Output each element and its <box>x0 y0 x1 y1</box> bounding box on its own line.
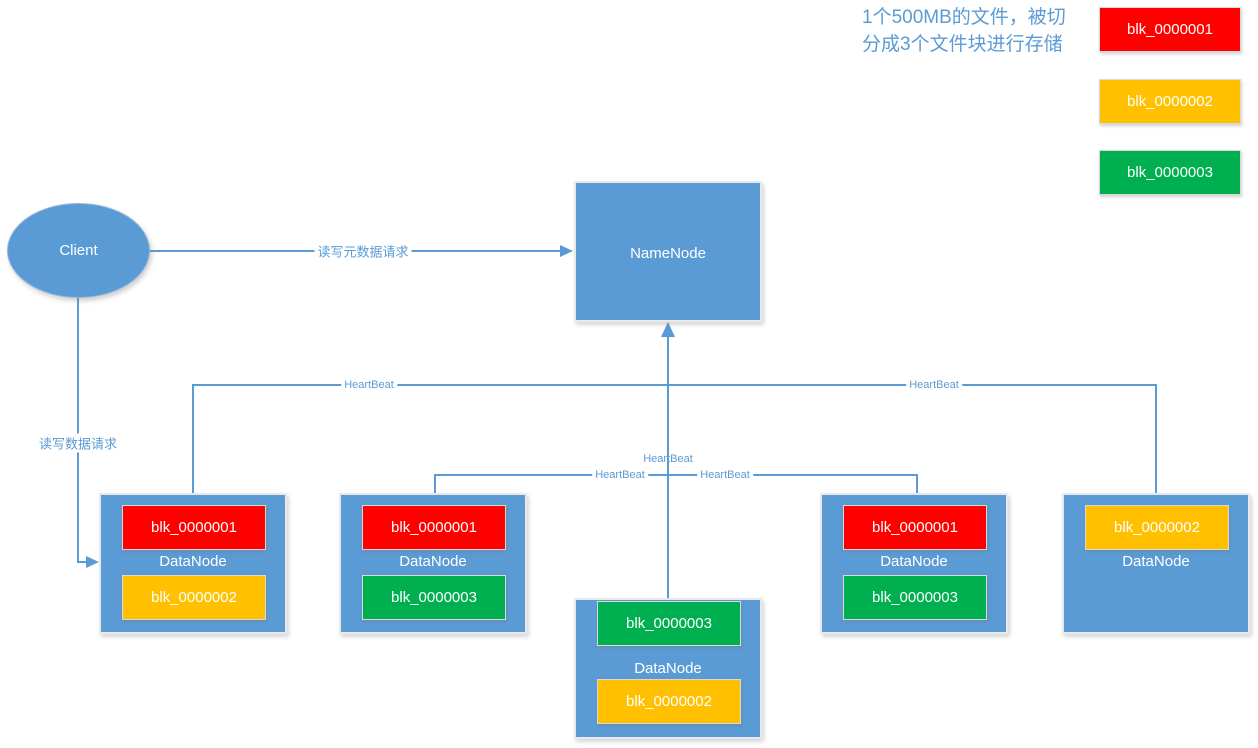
datanode-5-block-top: blk_0000002 <box>1085 505 1229 550</box>
edge-label-heartbeat-inner-left: HeartBeat <box>592 469 648 481</box>
datanode-1-label: DataNode <box>159 553 227 570</box>
client-label: Client <box>59 242 98 259</box>
edge-data-request-vline <box>77 297 79 563</box>
edge-label-metadata-request: 读写元数据请求 <box>314 241 412 261</box>
edge-heartbeat-outer-left-vline <box>192 384 194 493</box>
edge-heartbeat-inner-left-vline <box>434 474 436 493</box>
edge-heartbeat-outer-hline <box>192 384 1157 386</box>
edge-data-request-hline <box>77 561 89 563</box>
datanode-4: blk_0000001 DataNode blk_0000003 <box>820 493 1008 634</box>
datanode-4-block-bottom: blk_0000003 <box>843 575 987 620</box>
namenode-node: NameNode <box>574 181 762 322</box>
datanode-4-label: DataNode <box>880 553 948 570</box>
edge-label-heartbeat-inner-right: HeartBeat <box>697 469 753 481</box>
datanode-3-block-top: blk_0000003 <box>597 601 741 646</box>
edge-label-data-request: 读写数据请求 <box>35 433 121 453</box>
annotation-line-2: 分成3个文件块进行存储 <box>862 34 1063 55</box>
datanode-5: blk_0000002 DataNode <box>1062 493 1250 634</box>
edge-heartbeat-inner-hline <box>434 474 918 476</box>
datanode-3: blk_0000003 DataNode blk_0000002 <box>574 598 762 739</box>
arrowhead-right-icon <box>86 556 99 568</box>
datanode-3-block-bottom: blk_0000002 <box>597 679 741 724</box>
datanode-2-label: DataNode <box>399 553 467 570</box>
datanode-2-block-top: blk_0000001 <box>362 505 506 550</box>
datanode-4-block-top: blk_0000001 <box>843 505 987 550</box>
edge-label-heartbeat-outer-right: HeartBeat <box>906 379 962 391</box>
datanode-1: blk_0000001 DataNode blk_0000002 <box>99 493 287 634</box>
datanode-5-label: DataNode <box>1122 553 1190 570</box>
legend-block-3: blk_0000003 <box>1099 150 1241 195</box>
client-node: Client <box>7 203 150 298</box>
datanode-3-label: DataNode <box>634 660 702 677</box>
edge-heartbeat-inner-right-vline <box>916 474 918 493</box>
edge-heartbeat-outer-right-vline <box>1155 384 1157 493</box>
edge-label-heartbeat-outer-left: HeartBeat <box>341 379 397 391</box>
annotation-text: 1个500MB的文件，被切 分成3个文件块进行存储 <box>862 4 1082 58</box>
legend-block-2: blk_0000002 <box>1099 79 1241 124</box>
namenode-label: NameNode <box>630 245 706 262</box>
edge-label-heartbeat-center: HeartBeat <box>643 453 693 465</box>
edge-heartbeat-center-vline <box>667 335 669 598</box>
datanode-1-block-bottom: blk_0000002 <box>122 575 266 620</box>
arrowhead-up-icon <box>661 322 675 337</box>
datanode-1-block-top: blk_0000001 <box>122 505 266 550</box>
legend-block-1: blk_0000001 <box>1099 7 1241 52</box>
annotation-line-1: 1个500MB的文件，被切 <box>862 7 1066 28</box>
datanode-2: blk_0000001 DataNode blk_0000003 <box>339 493 527 634</box>
arrowhead-right-icon <box>560 245 573 257</box>
datanode-2-block-bottom: blk_0000003 <box>362 575 506 620</box>
